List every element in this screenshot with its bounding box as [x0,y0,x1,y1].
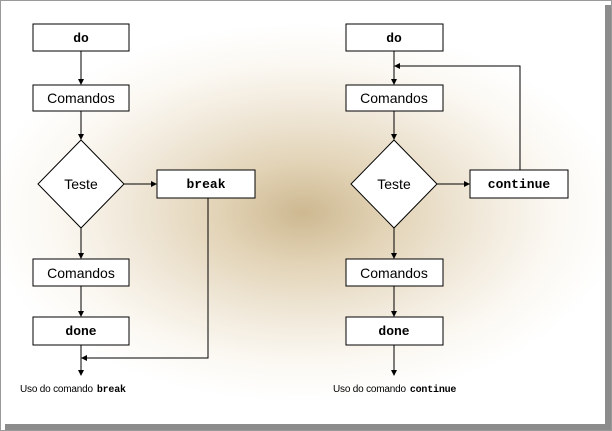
continue-flowchart: do Comandos Teste continue Comandos done [345,23,569,376]
do-label: do [73,31,89,46]
do-box [345,23,444,52]
commands-box-top [345,84,444,112]
test-label: Teste [377,176,411,192]
frame-shadow-bottom [5,424,611,430]
arrowhead-right [464,181,470,187]
frame-shadow-right [605,5,611,430]
caption-keyword: continue [409,385,457,396]
do-label: do [386,31,402,46]
continue-loop-back-path [400,65,521,170]
test-label: Teste [64,176,98,192]
arrowhead-down [391,311,397,317]
do-box [32,23,130,52]
continue-label: continue [488,177,551,192]
arrowhead-right [151,181,157,187]
arrowhead-down [391,370,397,376]
arrowhead-down [391,134,397,140]
arrowhead-left [81,355,87,361]
arrowhead-down [391,253,397,259]
arrowhead-down [78,134,84,140]
commands-label-bottom: Comandos [47,265,115,281]
commands-box-bottom [345,258,444,287]
arrowhead-down [78,311,84,317]
arrowhead-left [394,63,400,69]
done-box [32,316,130,346]
caption-text: Uso do comando [333,384,406,395]
commands-label-top: Comandos [360,90,428,106]
break-exit-path [87,198,209,359]
commands-label-bottom: Comandos [360,265,428,281]
continue-box [469,169,569,199]
done-box [345,316,444,346]
caption-text: Uso do comando [20,384,93,395]
caption-keyword: break [96,385,126,396]
arrowhead-down [78,79,84,85]
arrowhead-down [78,253,84,259]
done-label: done [65,324,96,339]
arrowhead-down [78,370,84,376]
break-flowchart: do Comandos Teste break Comandos done [32,23,256,376]
commands-label-top: Comandos [47,90,115,106]
break-box [156,169,256,199]
done-label: done [378,324,409,339]
arrowhead-down [391,79,397,85]
break-label: break [186,177,225,192]
